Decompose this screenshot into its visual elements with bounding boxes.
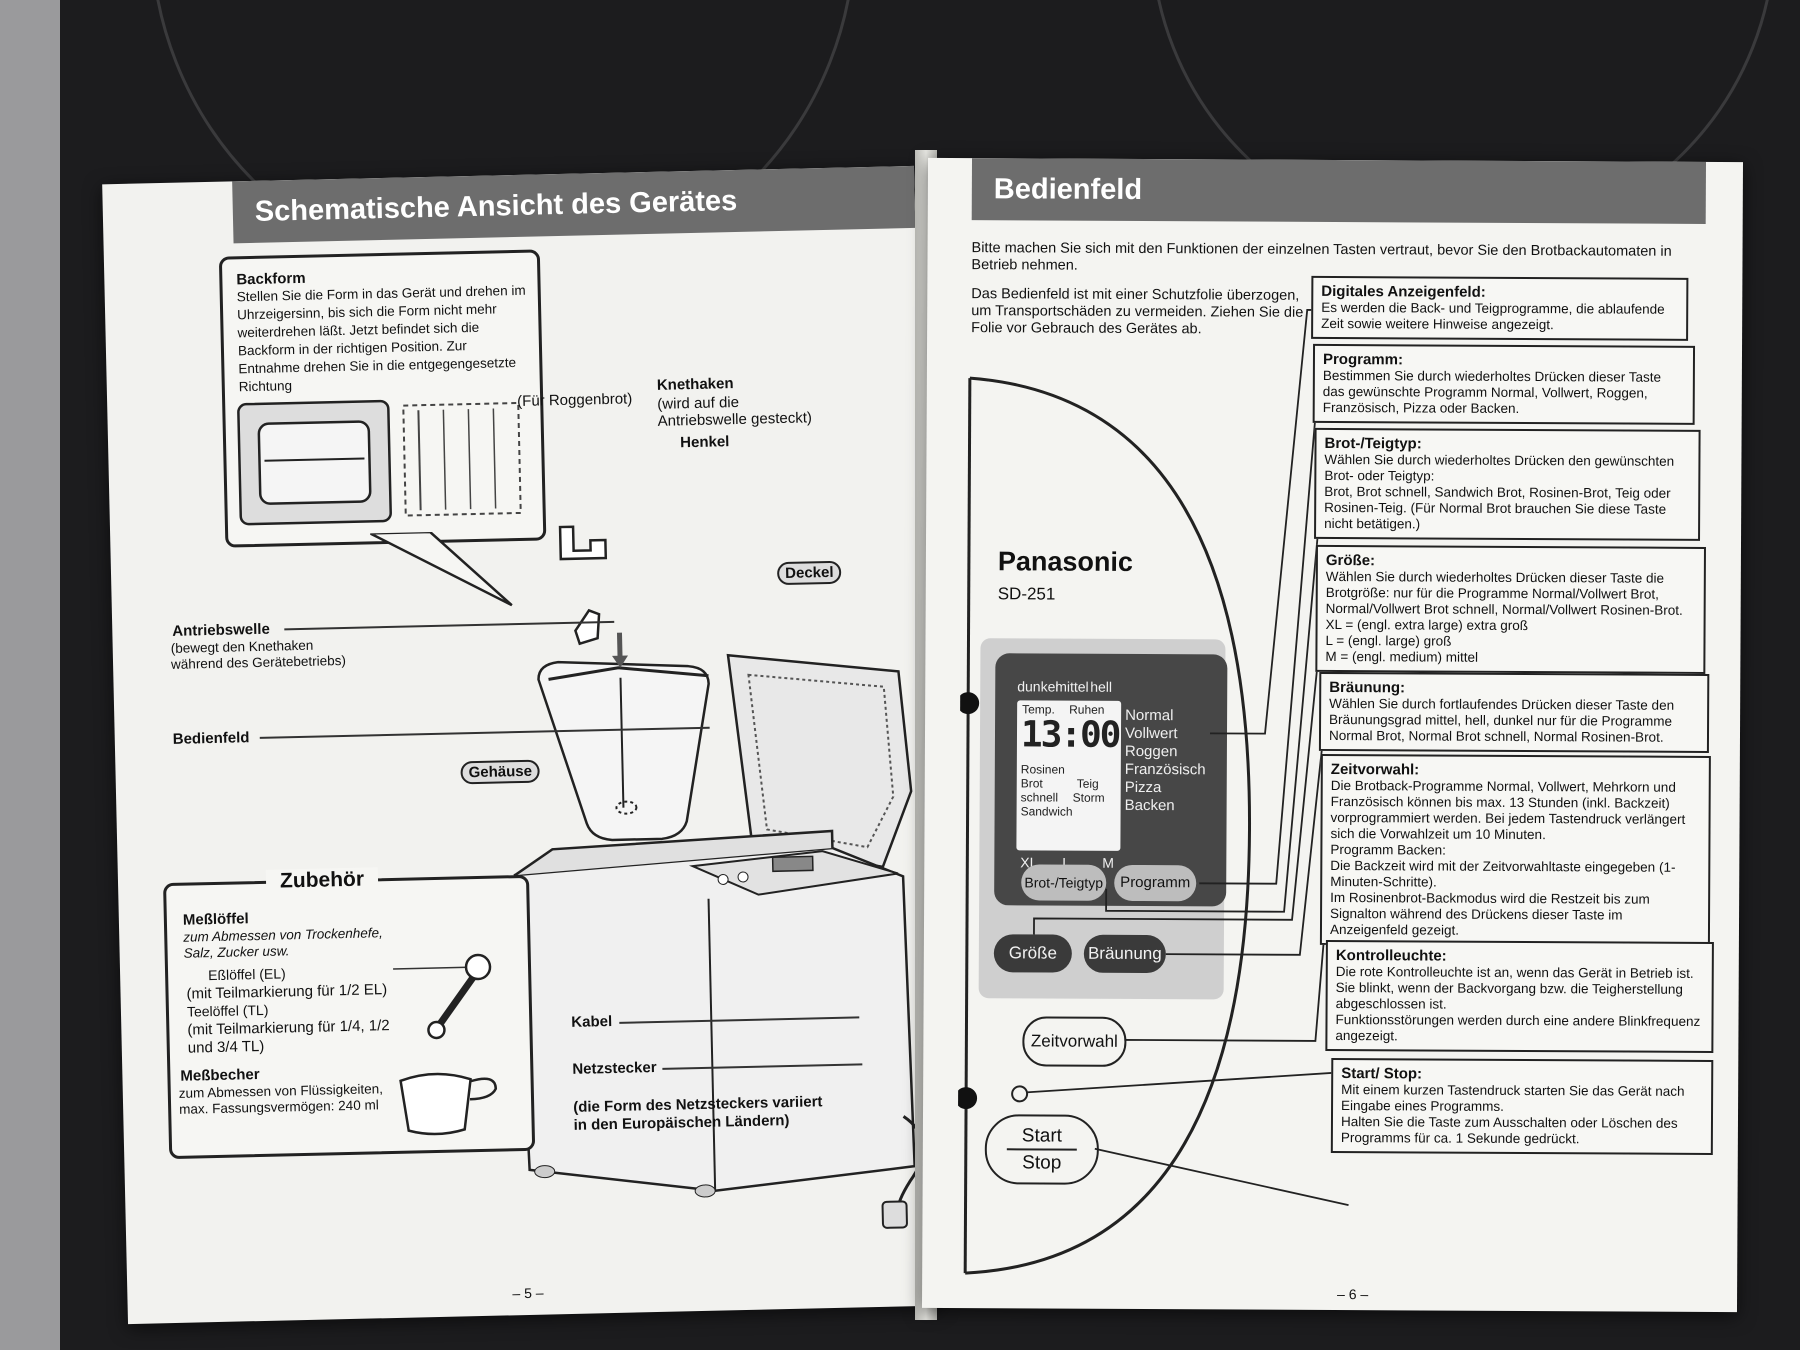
page-number: – 5 – — [512, 1284, 544, 1302]
backform-text: Stellen Sie die Form in das Gerät und dr… — [236, 282, 526, 395]
callout-zeitvorwahl: Zeitvorwahl: Die Brotback-Programme Norm… — [1319, 753, 1711, 947]
handle-label: Henkel — [679, 433, 730, 452]
lid-label: Deckel — [776, 560, 842, 586]
backform-illustration — [237, 399, 522, 526]
callout-display: Digitales Anzeigenfeld: Es werden die Ba… — [1311, 275, 1689, 341]
callout-programm: Programm: Bestimmen Sie durch wiederholt… — [1312, 343, 1696, 425]
kneading-hook-note: (wird auf die Antriebswelle gesteckt) — [657, 393, 813, 430]
plug-note: (die Form des Netzsteckers variiert in d… — [573, 1093, 823, 1134]
tablespoon-note: (mit Teilmarkierung für 1/2 EL) — [186, 981, 388, 1003]
measuring-cup-text: zum Abmessen von Flüssigkeiten, max. Fas… — [178, 1081, 384, 1117]
measuring-spoon-title: Meßlöffel — [182, 910, 249, 929]
callout-groesse: Größe: Wählen Sie durch wiederholtes Drü… — [1315, 544, 1706, 674]
accessories-title: Zubehör — [265, 867, 379, 894]
spoon-cup-illustration — [393, 953, 498, 1136]
manual-page-right: Bedienfeld Bitte machen Sie sich mit den… — [921, 157, 1744, 1313]
accessories-box: Zubehör Meßlöffel zum Abmessen von Trock… — [163, 867, 536, 1160]
callout-braeunung: Bräunung: Wählen Sie durch fortlaufendes… — [1318, 671, 1710, 753]
teaspoon-label: Teelöffel (TL) — [186, 1001, 269, 1020]
teaspoon-note: (mit Teilmarkierung für 1/4, 1/2 und 3/4… — [187, 1017, 390, 1057]
callout-start-stop: Start/ Stop: Mit einem kurzen Tastendruc… — [1330, 1057, 1714, 1155]
callout-brot-teigtyp: Brot-/Teigtyp: Wählen Sie durch wiederho… — [1314, 427, 1701, 541]
kneading-hook-label: Knethaken — [656, 375, 734, 394]
plug-label: Netzstecker — [572, 1059, 657, 1078]
housing-label: Gehäuse — [460, 759, 541, 785]
callout-pointer — [370, 530, 513, 607]
callout-kontrolleuchte: Kontrolleuchte: Die rote Kontrolleuchte … — [1325, 939, 1714, 1053]
cable-label: Kabel — [571, 1013, 613, 1031]
manual-page-left: Schematische Ansicht des Gerätes Backfor… — [102, 165, 940, 1325]
countertop-edge — [0, 0, 60, 1350]
control-panel-outline — [957, 376, 1252, 1275]
measuring-spoon-text: zum Abmessen von Trockenhefe, Salz, Zuck… — [183, 925, 383, 961]
drive-shaft-label: Antriebswelle — [172, 620, 271, 640]
measuring-cup-title: Meßbecher — [180, 1066, 260, 1085]
rye-hook-label: (Für Roggenbrot) — [517, 390, 633, 410]
control-panel-label: Bedienfeld — [172, 729, 250, 748]
page-number: – 6 – — [1337, 1286, 1369, 1303]
drive-shaft-note: (bewegt den Knethaken während des Geräte… — [170, 637, 347, 672]
backform-box: Backform Stellen Sie die Form in das Ger… — [218, 249, 547, 548]
tablespoon-label: Eßlöffel (EL) — [207, 965, 286, 984]
bread-maker-illustration — [513, 525, 925, 1229]
